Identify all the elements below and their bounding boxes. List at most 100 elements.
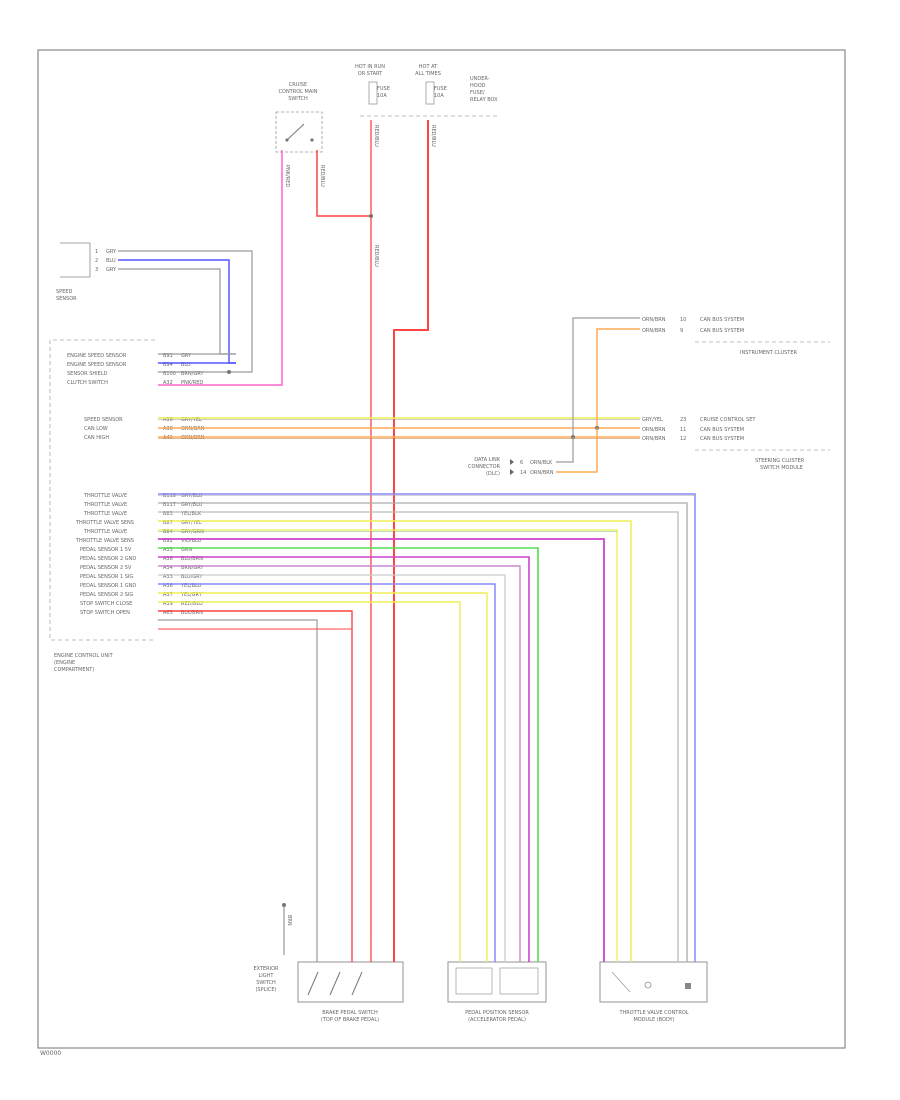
ecm3-pin-5: B92 [163,538,173,544]
ecm3-wire-4: GRY/GRN [181,529,204,535]
sc-term-2: CAN BUS SYSTEM [700,436,744,442]
wire-tv-2 [158,502,688,935]
dlc-label-2: CONNECTOR [468,464,501,470]
ground-label: EXTERIOR LIGHT SWITCH (SPLICE) [253,966,279,993]
ecm2-wire-1: ORN/BRN [181,426,205,432]
ecm2-label-2: CAN HIGH [84,435,109,441]
throttle-label-1: THROTTLE VALVE CONTROL [618,1010,688,1016]
fuse-all-label-3: FUSE [434,86,447,92]
pedal-sensor-label-2: (ACCELERATOR PEDAL) [468,1017,526,1023]
ecm1-label-2: SENSOR SHIELD [67,371,108,377]
fuse-all-label-2: ALL TIMES [415,71,441,77]
ecm3-label-9: PEDAL SENSOR 1 SIG [80,574,133,580]
fuse-note-4: RELAY BOX [470,97,498,103]
ecm3-pin-7: A36 [163,556,173,562]
ecm2-label-0: SPEED SENSOR [84,417,123,423]
speed-sensor-label-1: SPEED [56,289,73,295]
brake-switch-label-1: BRAKE PEDAL SWITCH [322,1010,378,1016]
tag-ground: BRN [286,915,292,926]
ecm3-pin-1: B117 [163,502,176,508]
wire-stop-close [158,601,461,935]
fuse-run-symbol [368,81,378,105]
wire-pedal-5v-1 [158,547,539,935]
ecm3-label-0: THROTTLE VALVE [83,493,127,499]
sc-term-0: CRUISE CONTROL SET [700,417,756,423]
ecm2-wire-2: ORN/BRN [181,435,205,441]
ic-wire-0: ORN/BRN [642,317,666,323]
ecm2-pin-2: A40 [163,435,173,441]
ecm2-pin-0: A36 [163,417,173,423]
ecm3-wire-12: RED/BLU [181,601,203,607]
fuse-note-3: FUSE/ [470,90,485,96]
switch-contact [286,123,305,141]
dlc-pin-1: 14 [520,470,526,476]
ecm3-pin-12: A39 [163,601,173,607]
ecm3-wire-8: BRN/GRY [181,565,204,571]
ecm3-label-1: THROTTLE VALVE [83,502,127,508]
instrument-cluster: ORN/BRN 10 CAN BUS SYSTEM ORN/BRN 9 CAN … [642,317,830,356]
ecm1-label-1: ENGINE SPEED SENSOR [67,362,127,368]
speed-sensor-pin-3: 3 [95,267,98,273]
wire-hot-all [393,120,429,935]
ground-label-3: SWITCH [256,980,276,986]
ecm3-label-6: PEDAL SENSOR 1 5V [80,547,132,553]
pedal-position-sensor: PEDAL POSITION SENSOR (ACCELERATOR PEDAL… [447,961,547,1023]
cruise-switch-label-2: CONTROL MAIN [279,89,318,95]
ecm3-wire-7: BLU/BRN [181,556,203,562]
fuse-all-symbol [425,81,435,105]
sc-wire-2: ORN/BRN [642,436,666,442]
sc-wire-0: GRY/YEL [642,417,663,423]
speed-sensor-wire-2: BLU [106,258,116,264]
ecm3-label-7: PEDAL SENSOR 2 GND [80,556,136,562]
wire-pedal-sig-1 [158,574,506,935]
tag-hot-all: RED/BLU [430,125,436,147]
sc-term-1: CAN BUS SYSTEM [700,427,744,433]
ic-pin-1: 9 [680,328,683,334]
speed-sensor: 1 2 3 GRY BLU GRY SPEED SENSOR [56,242,117,302]
ecm3-label-13: STOP SWITCH OPEN [80,610,130,616]
wire-pedal-gnd-1 [158,583,496,935]
ecm3-wire-3: GRY/YEL [181,520,202,526]
ecm-block-2: SPEED SENSOR A36 GRY/YEL CAN LOW A38 ORN… [84,417,205,441]
tag-hot-run: RED/BLU [373,125,379,147]
ecm3-wire-0: GRY/BLU [181,493,203,499]
cruise-switch-body [275,111,323,153]
ecm1-wire-2: BRN/GRY [181,371,204,377]
ecm1-label-3: CLUTCH SWITCH [67,380,108,386]
ecm3-pin-11: A37 [163,592,173,598]
ecm3-pin-10: A36 [163,583,173,589]
throttle-label-2: MODULE (BODY) [633,1017,674,1023]
dlc-wire-1: ORN/BRN [530,470,554,476]
ecm3-pin-4: B84 [163,529,173,535]
ecm1-wire-1: BLU [181,362,191,368]
fuse-hot-in-run: HOT IN RUN OR START FUSE 10A [355,64,390,105]
ground-label-2: LIGHT [259,973,275,979]
ecm2-pin-1: A38 [163,426,173,432]
dlc-label-3: (DLC) [486,471,500,477]
speed-sensor-wire-3: GRY [106,267,117,273]
tag-red-switch: RED/BLU [319,165,325,187]
wire-speed-gry-1 [118,250,253,373]
ecm-module-label-3: COMPARTMENT) [54,667,94,673]
ecm2-wire-0: GRY/YEL [181,417,202,423]
ecm3-wire-9: BLU/GRY [181,574,203,580]
cruise-switch-label-3: SWITCH [288,96,308,102]
pedal-sensor-label-1: PEDAL POSITION SENSOR [465,1010,529,1016]
data-link-connector: DATA LINK CONNECTOR (DLC) 6 14 ORN/BLK O… [468,457,554,477]
wire-ic-2 [596,328,640,428]
fuse-run-label-1: HOT IN RUN [355,64,385,70]
wire-red-switch [316,150,371,217]
sc-title-1: STEERING CLUSTER [755,458,805,464]
ecm1-label-0: ENGINE SPEED SENSOR [67,353,127,359]
wire-pedal-sig-2 [158,592,488,935]
fuse-run-label-4: 10A [377,93,387,99]
ecm-block-1: ENGINE SPEED SENSOR B91 GRY ENGINE SPEED… [67,353,204,386]
ecm-block-3: THROTTLE VALVE B118 GRY/BLU THROTTLE VAL… [54,493,204,673]
fuse-all-label-1: HOT AT [419,64,438,70]
fuse-run-label-3: FUSE [377,86,390,92]
ground-label-1: EXTERIOR [253,966,279,972]
dlc-pin-0: 6 [520,460,523,466]
ecm1-wire-3: PNK/RED [181,380,203,386]
cruise-switch-label-1: CRUISE [289,82,307,88]
wire-tv-3 [158,511,679,935]
